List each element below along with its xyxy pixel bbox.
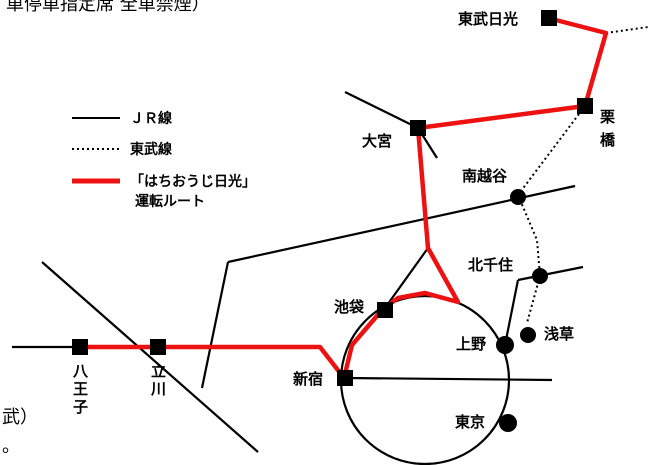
- jr-line-nambu: [41, 261, 259, 453]
- jr-line-takasaki: [344, 91, 419, 129]
- jr-line-joban-east: [517, 265, 584, 282]
- station-label-minamikoshigaya: 南越谷: [462, 167, 508, 185]
- station-label-tobu-nikko: 東武日光: [458, 10, 518, 28]
- station-label-omiya: 大宮: [362, 132, 392, 150]
- ueno-station-marker: [496, 336, 514, 354]
- legend: ＪＲ線 東武線 「はちおうじ日光」 運転ルート: [72, 110, 256, 210]
- header-partial-text: 車停車指定席 全車禁煙）: [6, 0, 210, 15]
- tobu-line-koshigaya-asakusa: [517, 194, 542, 324]
- station-label-hachioji-3: 子: [73, 398, 88, 416]
- legend-route-label-1: 「はちおうじ日光」: [130, 173, 256, 190]
- station-label-ikebukuro: 池袋: [334, 298, 365, 316]
- station-label-ueno: 上野: [456, 335, 486, 353]
- asakusa-station-marker: [520, 327, 536, 343]
- jr-line-ikebukuro-branch: [384, 247, 429, 309]
- station-markers: [72, 10, 593, 432]
- legend-jr-label: ＪＲ線: [130, 110, 172, 127]
- station-label-tachikawa-1: 立: [151, 362, 166, 380]
- tachikawa-station-marker: [150, 339, 166, 355]
- tobu-line-kinugawa: [605, 26, 649, 34]
- station-label-tachikawa-2: 川: [150, 380, 166, 398]
- station-label-hachioji-2: 王: [73, 380, 88, 398]
- tobu-nikko-station-marker: [541, 10, 557, 26]
- shinjuku-station-marker: [337, 370, 353, 386]
- tobu-line-kuki-koshigaya: [517, 105, 586, 196]
- footer-partial-text-2: 。: [2, 436, 20, 457]
- kitasenju-station-marker: [532, 268, 548, 284]
- station-labels: 東武日光 栗 橋 大宮 南越谷 北千住 池袋 上野 浅草 新宿 東京 八 王 子…: [72, 10, 616, 431]
- station-label-hachioji-1: 八: [72, 362, 89, 380]
- station-label-asakusa: 浅草: [544, 325, 574, 343]
- kurihashi-station-marker: [577, 98, 593, 114]
- hachioji-station-marker: [72, 339, 88, 355]
- legend-route-label-2: 運転ルート: [135, 193, 205, 210]
- tobu-lines: [517, 26, 649, 324]
- tokyo-station-marker: [499, 414, 517, 432]
- station-label-kurihashi-top: 栗: [600, 108, 615, 126]
- jr-line-musashino-south: [200, 261, 230, 389]
- footer-partial-text-1: 武）: [2, 407, 38, 428]
- jr-lines: [12, 91, 584, 465]
- minamikoshigaya-station-marker: [510, 189, 526, 205]
- legend-tobu-label: 東武線: [130, 141, 172, 158]
- station-label-tokyo: 東京: [455, 413, 485, 431]
- station-label-shinjuku: 新宿: [293, 370, 323, 388]
- omiya-station-marker: [410, 120, 426, 136]
- jr-line-chuo-east: [346, 376, 553, 382]
- station-label-kurihashi-bottom: 橋: [600, 131, 616, 149]
- jr-line-joban-segment: [503, 279, 520, 346]
- station-label-kitasenju: 北千住: [468, 256, 513, 274]
- ikebukuro-station-marker: [377, 302, 393, 318]
